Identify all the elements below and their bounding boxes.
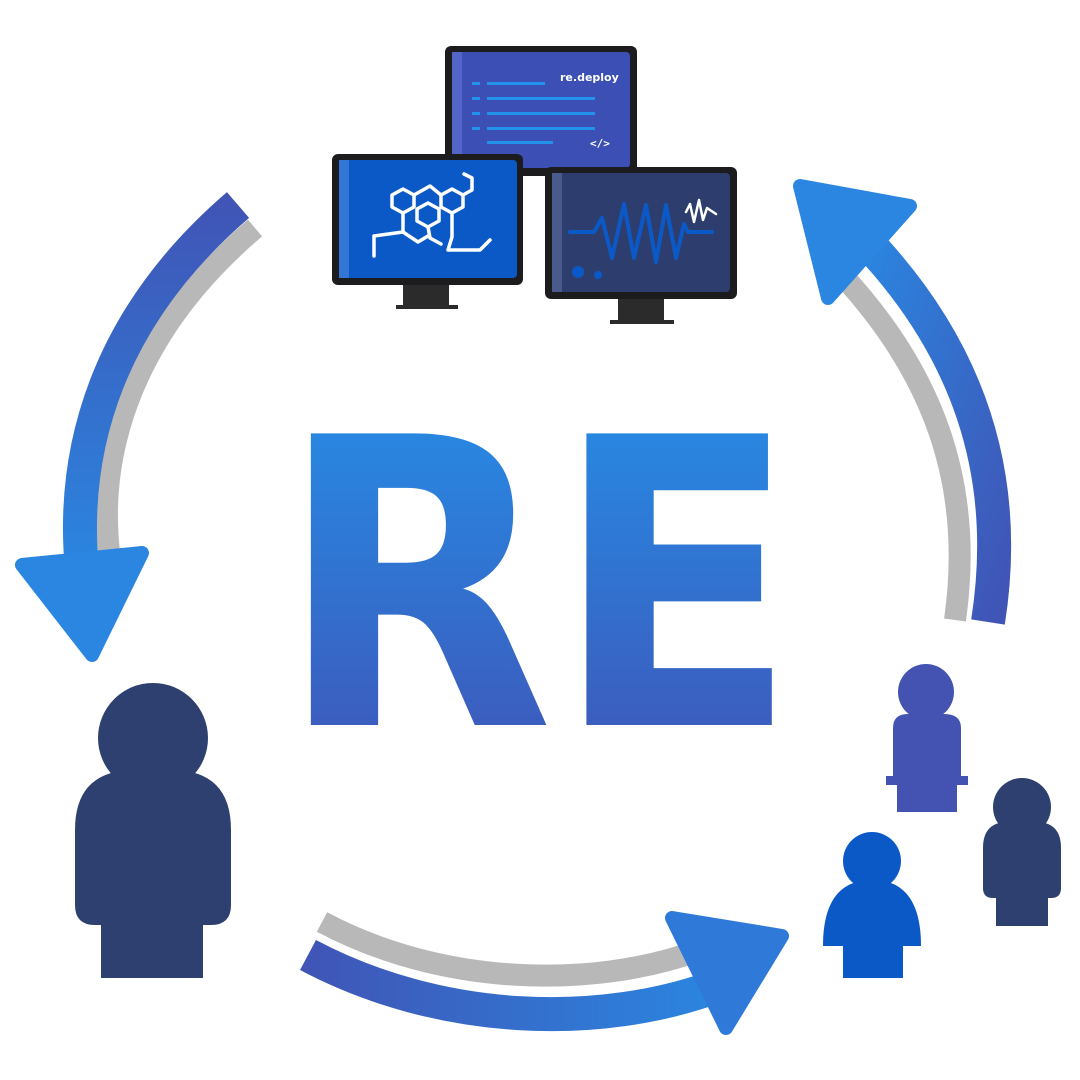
person-dark-small xyxy=(983,778,1061,926)
monitor-right xyxy=(545,167,737,324)
monitor-top-label: re.deploy xyxy=(560,71,619,84)
code-tag-icon: </> xyxy=(590,137,610,150)
molecule-structure-icon xyxy=(372,172,492,258)
re-logo-text: RE xyxy=(278,355,798,820)
monitor-left xyxy=(332,154,523,309)
waveform-signal-icon xyxy=(568,198,718,279)
people-group-icon xyxy=(823,664,1061,978)
code-lines-icon xyxy=(472,82,595,144)
cycle-arrow-bottom xyxy=(300,911,789,1035)
cycle-arrow-right xyxy=(793,179,1012,625)
person-icon xyxy=(75,683,231,978)
monitor-top: re.deploy </> xyxy=(445,46,637,176)
re-logo: RE xyxy=(278,355,798,820)
person-blue xyxy=(823,832,921,978)
cycle-arrow-left xyxy=(15,192,263,662)
person-purple xyxy=(886,664,968,812)
